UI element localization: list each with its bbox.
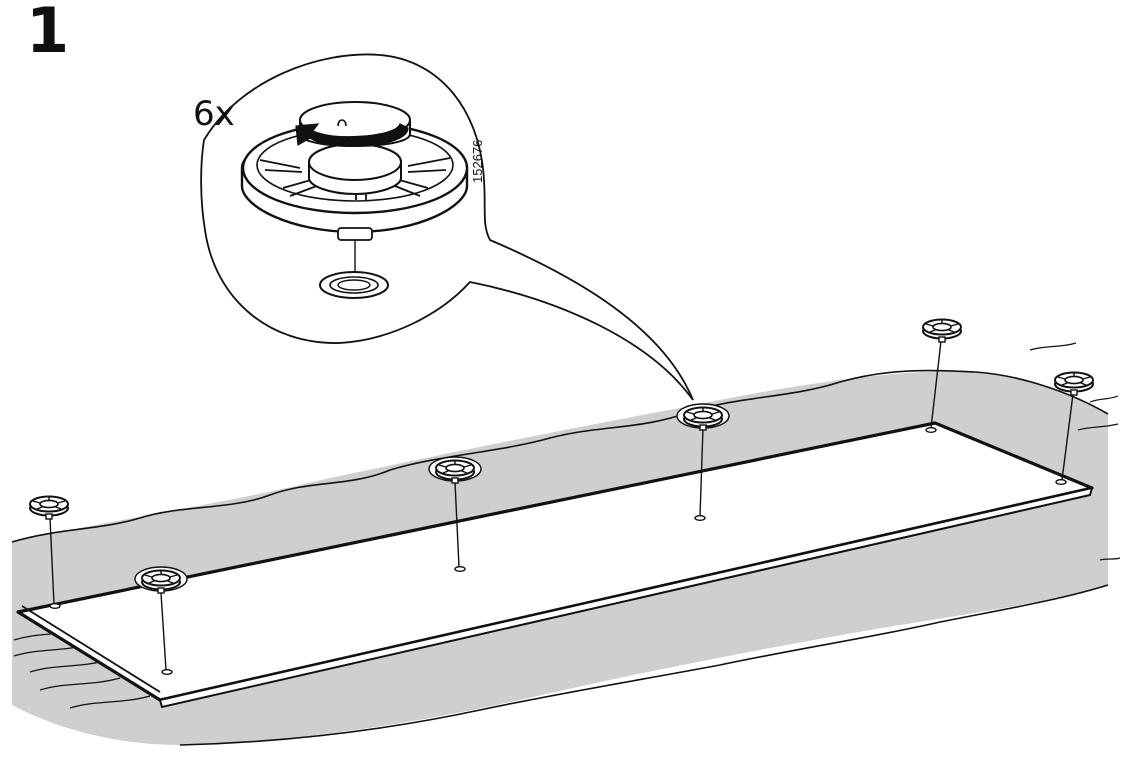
pilot-holes bbox=[49, 427, 1067, 676]
foot-5 bbox=[922, 318, 962, 343]
hole-4 bbox=[694, 515, 706, 522]
floor-fringe bbox=[13, 342, 1121, 709]
quantity-label: 6x bbox=[193, 94, 235, 134]
foot-detail bbox=[240, 101, 469, 299]
foot-1 bbox=[29, 495, 69, 520]
hole-2 bbox=[161, 669, 173, 676]
hole-3 bbox=[454, 566, 466, 573]
hole-6 bbox=[1055, 479, 1067, 486]
floor-edge-top bbox=[11, 369, 1109, 543]
hole-1 bbox=[49, 603, 61, 610]
table-top-edge bbox=[158, 486, 1094, 709]
panel-inner-edge bbox=[21, 605, 161, 693]
hole-5 bbox=[925, 427, 937, 434]
step-number: 1 bbox=[26, 0, 70, 67]
part-number: 152676 bbox=[470, 139, 485, 183]
floor-edge-bottom bbox=[179, 584, 1109, 746]
guide-lines bbox=[49, 340, 1074, 671]
rotation-arrow bbox=[295, 123, 409, 147]
callout-bubble bbox=[200, 53, 694, 401]
